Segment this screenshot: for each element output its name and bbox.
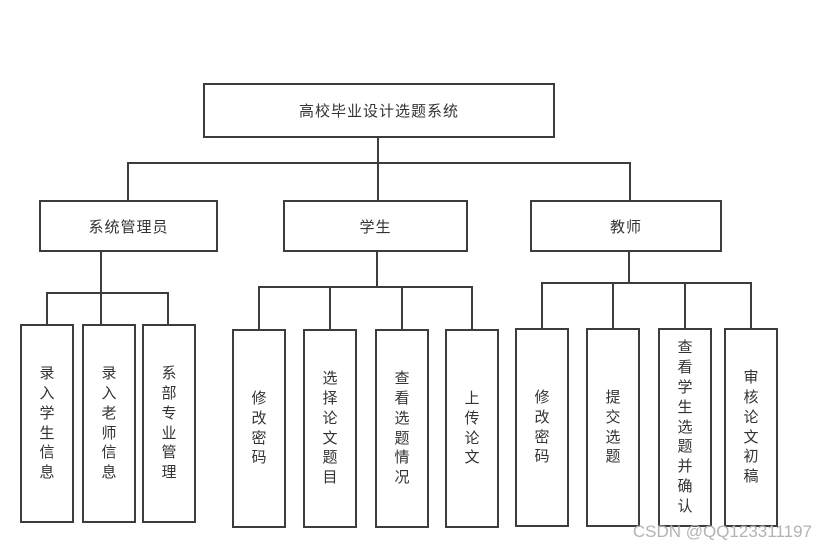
node-teacher: 教师 [530,200,722,252]
leaf-teacher-view-confirm-student-topics: 查看学生选题并确认 [658,328,712,527]
leaf-label: 录入学生信息 [39,365,55,482]
leaf-label: 修改密码 [534,388,550,466]
leaf-student-upload-thesis: 上传论文 [445,329,499,528]
leaf-admin-enter-student-info: 录入学生信息 [20,324,74,523]
leaf-label: 上传论文 [464,389,480,467]
node-admin-label: 系统管理员 [88,218,169,236]
node-admin: 系统管理员 [39,200,218,252]
leaf-label: 审核论文初稿 [743,369,759,486]
leaf-admin-department-major-management: 系部专业管理 [142,324,196,523]
leaf-teacher-review-thesis-draft: 审核论文初稿 [724,328,778,527]
node-student: 学生 [283,200,468,252]
leaf-teacher-change-password: 修改密码 [515,328,569,527]
leaf-student-choose-thesis-topic: 选择论文题目 [303,329,357,528]
leaf-label: 选择论文题目 [322,370,338,487]
leaf-admin-enter-teacher-info: 录入老师信息 [82,324,136,523]
leaf-teacher-submit-topic: 提交选题 [586,328,640,527]
watermark: CSDN @QQ123311197 [632,522,812,541]
leaf-label: 查看选题情况 [394,370,410,487]
leaf-student-change-password: 修改密码 [232,329,286,528]
node-student-label: 学生 [359,218,392,236]
leaf-label: 提交选题 [605,388,621,466]
leaf-label: 修改密码 [251,389,267,467]
node-root: 高校毕业设计选题系统 [203,83,555,138]
node-root-label: 高校毕业设计选题系统 [298,103,459,120]
leaf-label: 录入老师信息 [101,365,117,482]
node-teacher-label: 教师 [609,218,642,236]
leaf-label: 查看学生选题并确认 [677,339,693,515]
leaf-student-view-topic-status: 查看选题情况 [375,329,429,528]
leaf-label: 系部专业管理 [161,365,177,482]
